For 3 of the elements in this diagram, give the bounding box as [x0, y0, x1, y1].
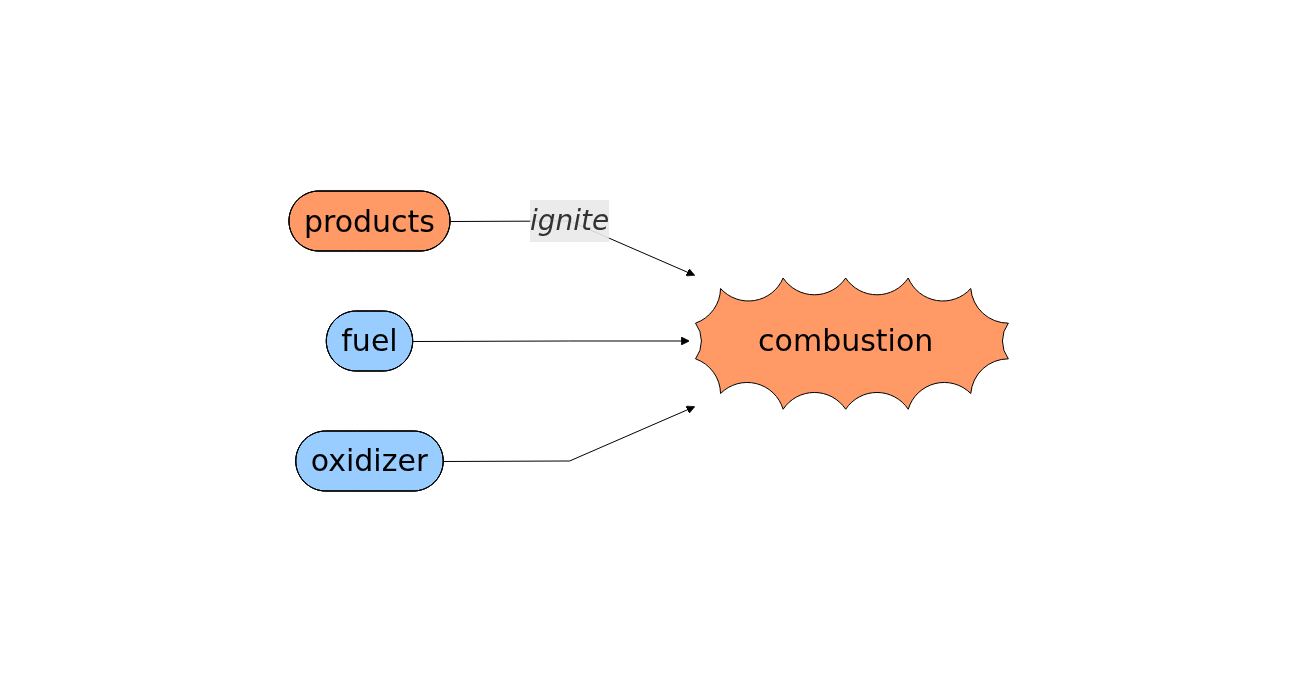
edge-label: ignite — [529, 204, 610, 237]
arrow — [443, 405, 695, 462]
arrow — [412, 336, 690, 346]
